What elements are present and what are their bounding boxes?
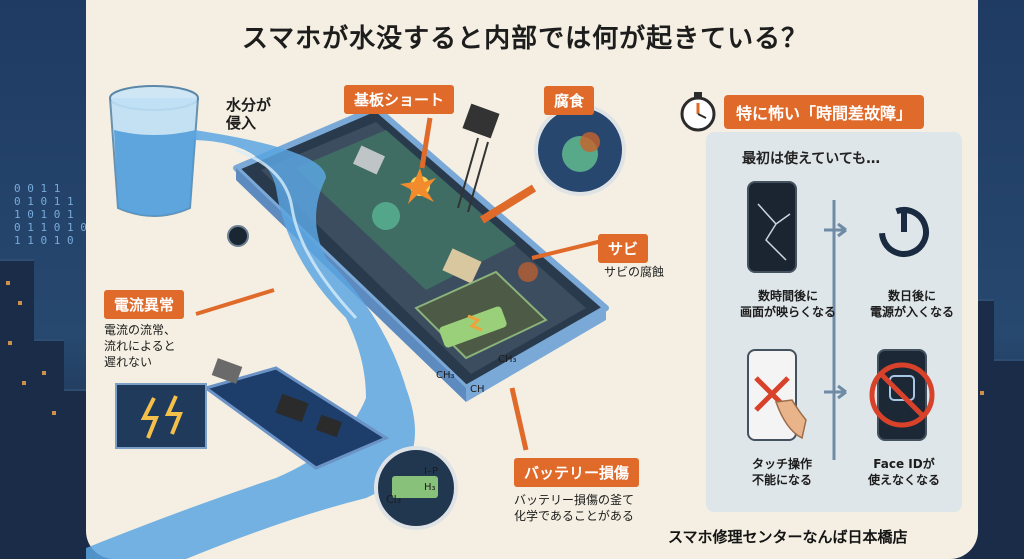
- cracked-screen-icon: [747, 181, 797, 273]
- phone-illustration: [86, 85, 626, 559]
- pointer-arrow: [509, 387, 529, 451]
- delayed-failure-subtitle: 最初は使えていても…: [742, 151, 881, 167]
- spark-icon: [400, 168, 436, 204]
- pointer-arrow: [419, 117, 433, 169]
- smartphone-icon: [227, 105, 609, 402]
- rust-description: サビの腐蝕: [604, 265, 665, 279]
- pointer-arrow: [195, 288, 275, 316]
- chem-label: Cl₃: [386, 493, 402, 506]
- building: [0, 259, 34, 559]
- water-glass-icon: [109, 85, 199, 217]
- water-label: 水分が 侵入: [226, 96, 272, 132]
- battery-magnifier-icon: [374, 446, 458, 530]
- delayed-failure-title: 特に怖い「時間差故障」: [724, 95, 925, 129]
- face-id-disabled-icon: [869, 349, 935, 441]
- chem-label: CH₃: [498, 354, 517, 365]
- timer-icon: [680, 92, 716, 132]
- corrosion-tag: 腐食: [544, 86, 595, 115]
- chem-label: CH₃: [436, 370, 455, 381]
- chem-label: H₃: [424, 482, 436, 493]
- battery-icon: [414, 270, 548, 360]
- chem-label: I–P: [424, 466, 438, 477]
- current-description: 電流の流常、 流れによると 遲れない: [104, 323, 177, 369]
- page-title: スマホが水没すると内部では何が起きている？: [241, 24, 809, 54]
- transistor-icon: [457, 103, 500, 213]
- pointer-arrow: [479, 184, 537, 224]
- corrosion-magnifier-icon: [534, 104, 626, 196]
- failure-caption-faceid: Face IDが 使えなくなる: [868, 457, 941, 487]
- power-icon: [879, 207, 929, 257]
- chem-label: CH: [470, 384, 485, 395]
- electric-current-icon: [115, 383, 207, 449]
- battery-description: バッテリー損傷の釜て 化学であることがある: [514, 493, 635, 523]
- delayed-failure-header: 特に怖い「時間差故障」: [672, 90, 962, 132]
- failure-caption-touch: タッチ操作 不能になる: [752, 457, 813, 487]
- circuit-board-icon: [202, 358, 390, 470]
- short-circuit-tag: 基板ショート: [344, 85, 455, 114]
- building: [34, 339, 64, 559]
- failure-caption-power: 数日後に 電源が入くなる: [870, 289, 955, 319]
- building: [994, 359, 1024, 559]
- touch-disabled-icon: [747, 349, 807, 441]
- rust-tag: サビ: [598, 234, 649, 263]
- pointer-arrow: [531, 238, 607, 260]
- current-anomaly-tag: 電流異常: [104, 290, 185, 319]
- failure-caption-screen: 数時間後に 画面が映らくなる: [740, 289, 837, 319]
- failure-icons: [747, 181, 935, 460]
- shop-name-footer: スマホ修理センターなんば日本橋店: [668, 528, 908, 546]
- battery-damage-tag: バッテリー損傷: [514, 458, 640, 487]
